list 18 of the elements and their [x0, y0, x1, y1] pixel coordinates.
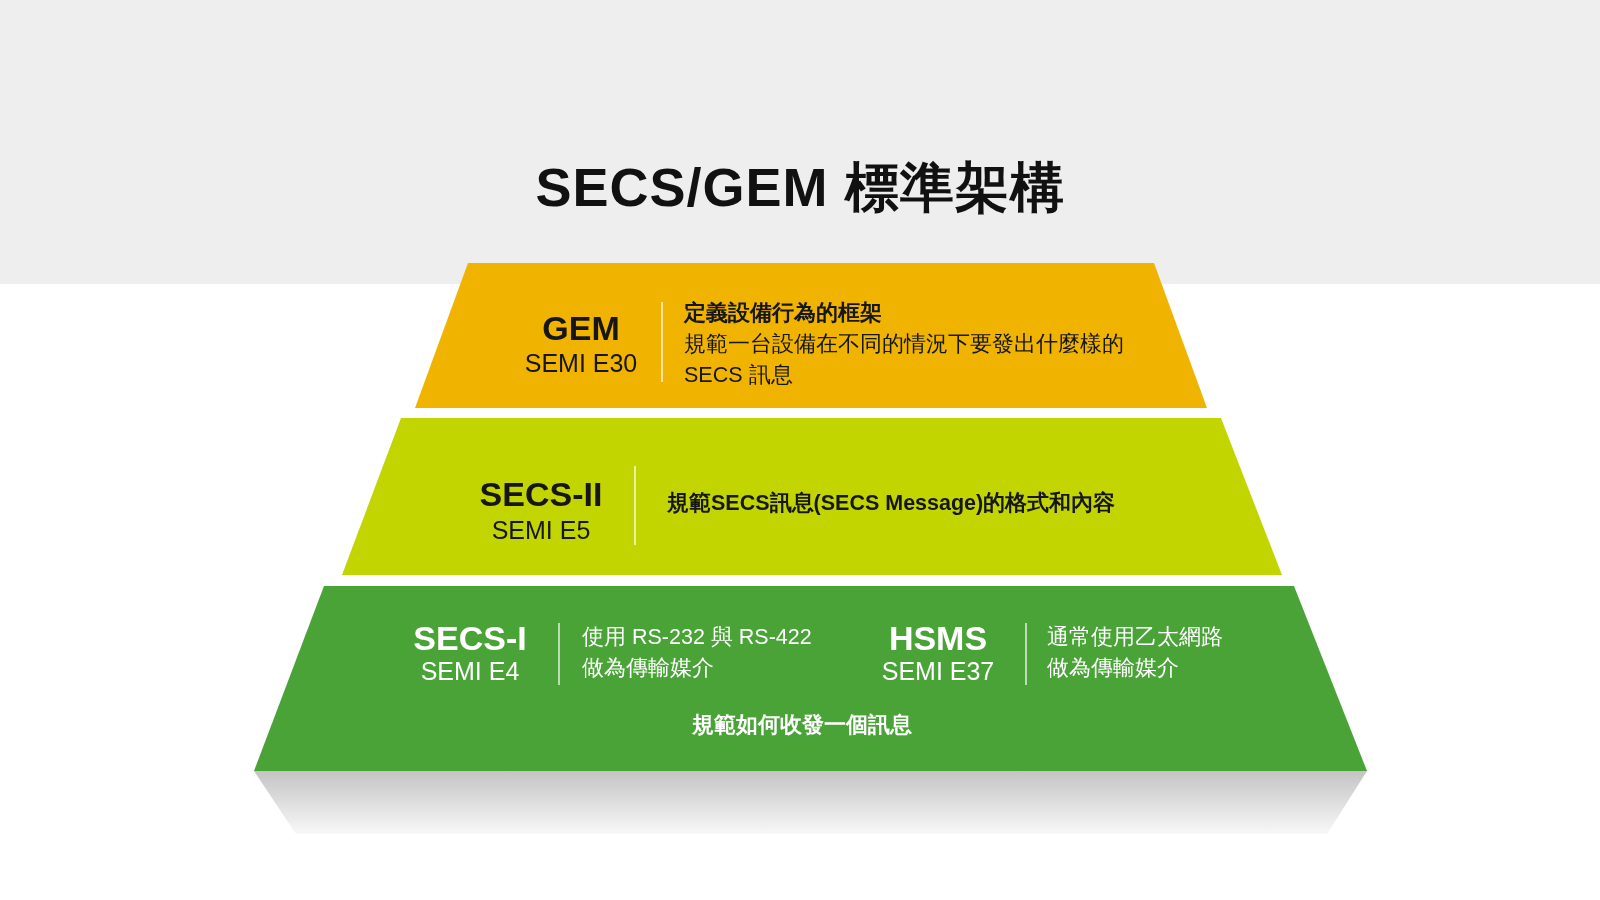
standard-code: SEMI E5 — [491, 515, 591, 545]
layer-title: GEM — [542, 308, 620, 348]
description: 通常使用乙太網路做為傳輸媒介 — [1047, 624, 1224, 682]
description: 規範一台設備在不同的情況下要發出什麼樣的SECS 訊息 — [684, 331, 1125, 389]
pyramid-layer — [342, 418, 1282, 575]
layer-title: SECS-I — [413, 618, 527, 658]
summary-text: 規範如何收發一個訊息 — [692, 712, 912, 739]
pyramid-layer — [415, 263, 1207, 408]
pyramid-layer — [254, 586, 1367, 771]
description: 使用 RS-232 與 RS-422做為傳輸媒介 — [582, 624, 813, 682]
standard-code: SEMI E37 — [881, 656, 995, 686]
description-heading: 規範SECS訊息(SECS Message)的格式和內容 — [667, 490, 1116, 517]
description-heading: 定義設備行為的框架 — [684, 300, 883, 327]
diagram-title: SECS/GEM 標準架構 — [535, 156, 1065, 219]
layer-title: SECS-II — [479, 474, 603, 514]
standard-code: SEMI E30 — [524, 348, 638, 378]
layer-title: HSMS — [888, 618, 988, 658]
standard-code: SEMI E4 — [420, 656, 520, 686]
